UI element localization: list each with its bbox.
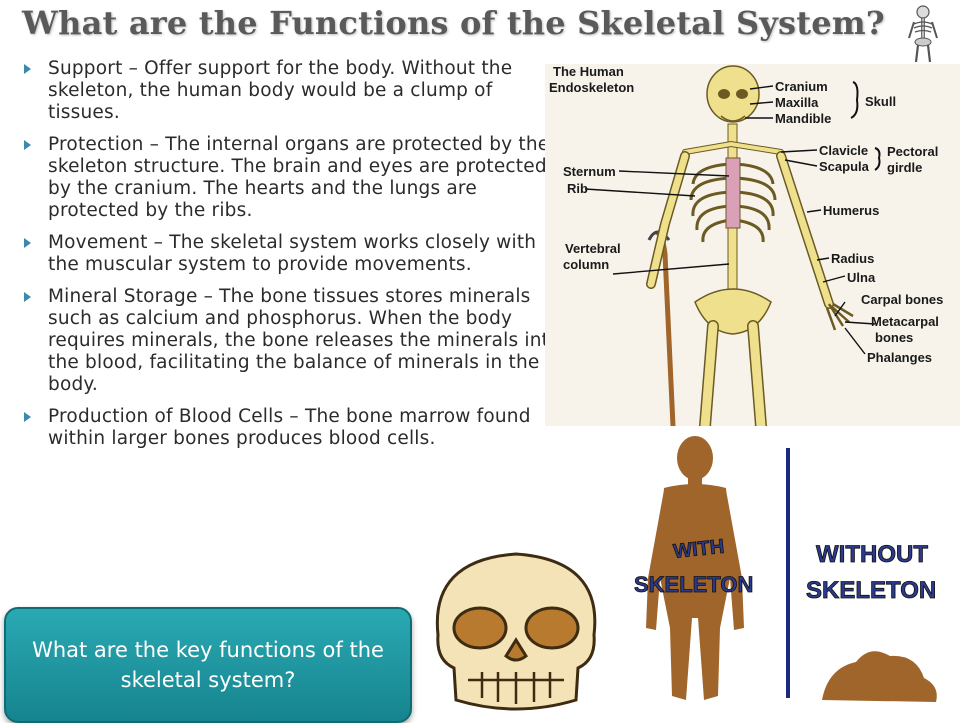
bullet-text: Mineral Storage – The bone tissues store… (48, 286, 561, 395)
label-pectoral: Pectoral (887, 144, 938, 159)
skeleton-icon (908, 5, 938, 63)
slide-title: What are the Functions of the Skeletal S… (22, 4, 885, 42)
bullet-arrow-icon (24, 238, 31, 248)
label-metacarpal-bones: bones (875, 330, 913, 345)
diagram-heading: Endoskeleton (549, 80, 634, 95)
tissue-pile (822, 651, 937, 702)
diagram-skull (706, 65, 760, 123)
without-skeleton-label: SKELETON (806, 577, 936, 604)
label-ulna: Ulna (847, 270, 876, 285)
label-clavicle: Clavicle (819, 143, 868, 158)
label-mandible: Mandible (775, 111, 831, 126)
bullet-blood-cells: Production of Blood Cells – The bone mar… (22, 406, 562, 450)
bullet-list: Support – Offer support for the body. Wi… (22, 58, 562, 460)
skeleton-diagram: The Human Endoskeleton Cranium Maxilla M… (545, 64, 960, 426)
bullet-arrow-icon (24, 412, 31, 422)
bullet-text: Production of Blood Cells – The bone mar… (48, 406, 531, 449)
bullet-mineral-storage: Mineral Storage – The bone tissues store… (22, 286, 562, 396)
label-skull: Skull (865, 94, 896, 109)
label-scapula: Scapula (819, 159, 870, 174)
standing-figure (646, 436, 744, 700)
diagram-heading: The Human (553, 64, 624, 79)
cartoon-skull-image (435, 552, 597, 711)
label-maxilla: Maxilla (775, 95, 819, 110)
label-column: column (563, 257, 609, 272)
label-cranium: Cranium (775, 79, 828, 94)
with-without-skeleton-image: WITH SKELETON WITHOUT SKELETON (620, 428, 960, 720)
label-girdle: girdle (887, 160, 922, 175)
bullet-text: Protection – The internal organs are pro… (48, 134, 550, 221)
bullet-arrow-icon (24, 64, 31, 74)
bullet-arrow-icon (24, 140, 31, 150)
label-radius: Radius (831, 251, 874, 266)
label-rib: Rib (567, 181, 588, 196)
bullet-support: Support – Offer support for the body. Wi… (22, 58, 562, 124)
callout-text: What are the key functions of the skelet… (32, 638, 384, 692)
bullet-arrow-icon (24, 292, 31, 302)
label-carpal: Carpal bones (861, 292, 943, 307)
bullet-text: Support – Offer support for the body. Wi… (48, 58, 513, 123)
bullet-protection: Protection – The internal organs are pro… (22, 134, 562, 222)
label-phalanges: Phalanges (867, 350, 932, 365)
without-label: WITHOUT (816, 541, 928, 568)
with-skeleton-label: SKELETON (634, 572, 753, 597)
label-humerus: Humerus (823, 203, 879, 218)
bullet-movement: Movement – The skeletal system works clo… (22, 232, 562, 276)
question-callout: What are the key functions of the skelet… (4, 607, 412, 723)
label-sternum: Sternum (563, 164, 616, 179)
label-vertebral: Vertebral (565, 241, 621, 256)
label-metacarpal: Metacarpal (871, 314, 939, 329)
bullet-text: Movement – The skeletal system works clo… (48, 232, 537, 275)
